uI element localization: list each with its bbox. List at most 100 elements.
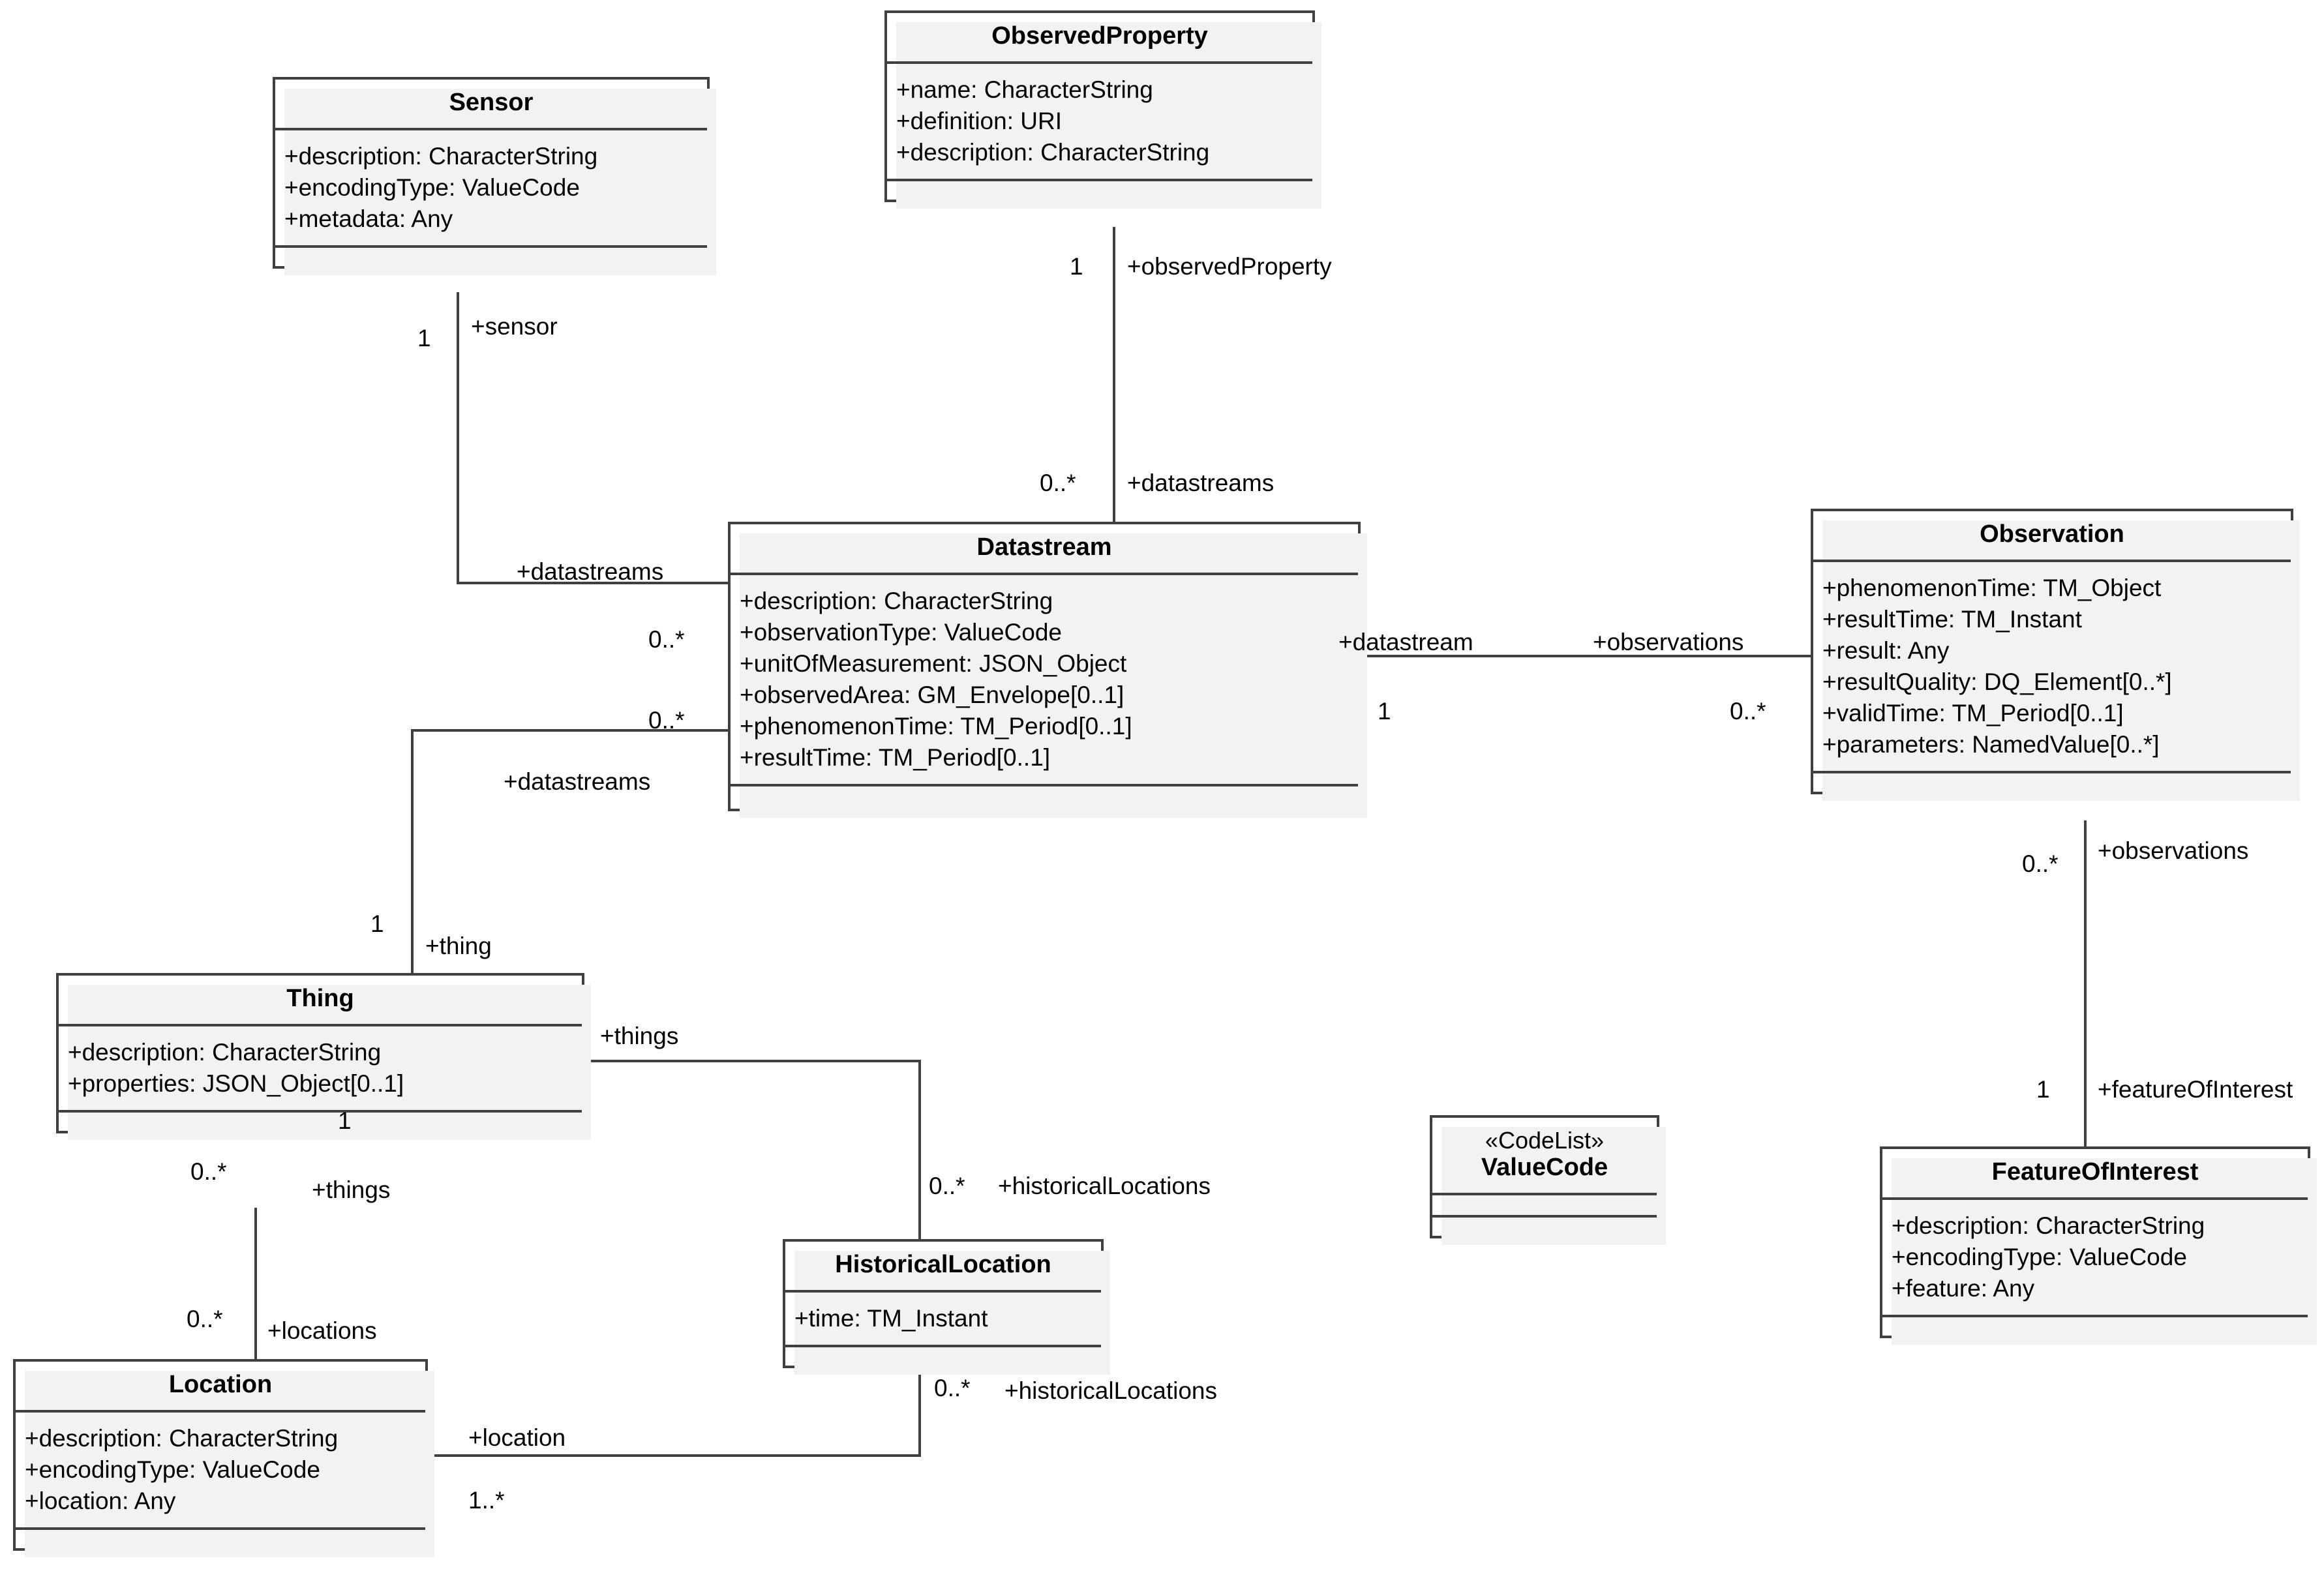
role-historicallocations-location: +historicalLocations bbox=[1004, 1377, 1217, 1404]
class-title-historical-location: HistoricalLocation bbox=[835, 1251, 1051, 1278]
role-sensor: +sensor bbox=[471, 313, 558, 340]
class-title-location: Location bbox=[168, 1371, 273, 1398]
class-box-observed-property[interactable]: ObservedProperty +name: CharacterString … bbox=[884, 10, 1321, 209]
class-box-sensor[interactable]: Sensor +description: CharacterString +en… bbox=[273, 77, 716, 275]
attribute-row: +description: CharacterString bbox=[740, 587, 1053, 614]
attribute-row: +name: CharacterString bbox=[896, 76, 1153, 103]
class-title-thing: Thing bbox=[286, 985, 354, 1012]
attribute-row: +feature: Any bbox=[1892, 1274, 2035, 1302]
line-location-historicallocation-vertical bbox=[918, 1356, 921, 1457]
class-box-datastream[interactable]: Datastream +description: CharacterString… bbox=[728, 522, 1367, 818]
multiplicity-observations-featureofinterest: 0..* bbox=[2022, 850, 2059, 877]
line-thing-datastream-vertical bbox=[411, 729, 414, 977]
attribute-row: +phenomenonTime: TM_Period[0..1] bbox=[740, 713, 1132, 740]
role-things-location: +things bbox=[312, 1176, 391, 1203]
multiplicity-datastreams-sensor: 0..* bbox=[648, 626, 685, 653]
attribute-row: +resultTime: TM_Instant bbox=[1822, 605, 2082, 633]
class-title-observation: Observation bbox=[1980, 520, 2124, 548]
class-attributes-sensor: +description: CharacterString +encodingT… bbox=[275, 130, 707, 245]
attribute-row: +description: CharacterString bbox=[68, 1038, 382, 1066]
attribute-row: +validTime: TM_Period[0..1] bbox=[1822, 700, 2124, 727]
multiplicity-things-historicallocation: 1 bbox=[338, 1107, 352, 1134]
class-separator bbox=[16, 1409, 425, 1413]
class-operations-feature-of-interest bbox=[1882, 1317, 2308, 1336]
multiplicity-featureofinterest-1: 1 bbox=[2036, 1076, 2050, 1103]
role-observations-datastream: +observations bbox=[1593, 629, 1744, 655]
line-location-historicallocation-horizontal bbox=[424, 1454, 921, 1457]
line-datastream-observation bbox=[1361, 655, 1811, 657]
class-separator bbox=[275, 127, 707, 130]
multiplicity-historicallocations-location: 0..* bbox=[934, 1375, 971, 1401]
class-box-feature-of-interest[interactable]: FeatureOfInterest +description: Characte… bbox=[1880, 1146, 2317, 1345]
class-separator bbox=[1882, 1314, 2308, 1317]
multiplicity-sensor-1: 1 bbox=[417, 325, 431, 352]
line-sensor-datastream-vertical bbox=[457, 292, 459, 584]
class-box-value-code[interactable]: «CodeList» ValueCode bbox=[1430, 1115, 1666, 1246]
role-datastreams-sensor: +datastreams bbox=[517, 558, 664, 585]
class-operations-observed-property bbox=[887, 181, 1312, 200]
class-box-location[interactable]: Location +description: CharacterString +… bbox=[13, 1359, 434, 1557]
class-title-value-code: «CodeList» ValueCode bbox=[1432, 1118, 1657, 1193]
class-operations-location bbox=[16, 1530, 425, 1548]
class-operations-sensor bbox=[275, 248, 707, 266]
class-attributes-thing: +description: CharacterString +propertie… bbox=[59, 1026, 582, 1110]
class-separator bbox=[1432, 1215, 1657, 1218]
class-title-sensor: Sensor bbox=[449, 89, 534, 116]
attribute-row: +result: Any bbox=[1822, 636, 1950, 664]
role-featureofinterest: +featureOfInterest bbox=[2098, 1076, 2293, 1103]
class-separator bbox=[59, 1023, 582, 1026]
class-box-historical-location[interactable]: HistoricalLocation +time: TM_Instant bbox=[783, 1239, 1110, 1375]
role-observations-featureofinterest: +observations bbox=[2098, 837, 2249, 864]
line-thing-historicallocation-vertical bbox=[918, 1060, 921, 1244]
line-observedproperty-datastream bbox=[1113, 227, 1115, 528]
attribute-row: +resultTime: TM_Period[0..1] bbox=[740, 744, 1051, 771]
attribute-row: +unitOfMeasurement: JSON_Object bbox=[740, 650, 1127, 677]
multiplicity-observations-datastream: 0..* bbox=[1730, 698, 1766, 725]
class-operations-historical-location bbox=[785, 1347, 1101, 1366]
line-thing-historicallocation-horizontal bbox=[587, 1060, 921, 1062]
attribute-row: +encodingType: ValueCode bbox=[284, 173, 580, 201]
attribute-row: +observedArea: GM_Envelope[0..1] bbox=[740, 681, 1124, 708]
class-separator bbox=[887, 61, 1312, 64]
role-datastreams-observedproperty: +datastreams bbox=[1127, 470, 1275, 496]
line-thing-datastream-horizontal bbox=[411, 729, 731, 732]
class-box-observation[interactable]: Observation +phenomenonTime: TM_Object +… bbox=[1811, 509, 2300, 801]
multiplicity-things-location: 0..* bbox=[190, 1158, 227, 1185]
attribute-row: +description: CharacterString bbox=[25, 1424, 339, 1452]
class-operations-value-code bbox=[1432, 1218, 1657, 1236]
attribute-row: +description: CharacterString bbox=[284, 142, 598, 170]
class-stereotype-codelist: «CodeList» bbox=[1485, 1127, 1605, 1154]
class-separator bbox=[1882, 1197, 2308, 1200]
class-separator bbox=[1813, 771, 2291, 774]
multiplicity-datastreams-thing: 0..* bbox=[648, 707, 685, 734]
role-observedproperty: +observedProperty bbox=[1127, 253, 1332, 280]
class-separator bbox=[275, 245, 707, 248]
attribute-row: +encodingType: ValueCode bbox=[1892, 1243, 2187, 1270]
attribute-row: +observationType: ValueCode bbox=[740, 618, 1063, 646]
role-locations: +locations bbox=[267, 1317, 377, 1344]
role-datastreams-thing: +datastreams bbox=[504, 768, 651, 795]
class-operations-observation bbox=[1813, 773, 2291, 792]
class-separator bbox=[785, 1344, 1101, 1347]
multiplicity-datastream-1: 1 bbox=[1378, 698, 1391, 725]
role-things-historicallocation: +things bbox=[600, 1023, 679, 1049]
class-attributes-value-code bbox=[1432, 1195, 1657, 1215]
multiplicity-thing-1: 1 bbox=[370, 910, 384, 937]
attribute-row: +parameters: NamedValue[0..*] bbox=[1822, 731, 2160, 758]
multiplicity-observedproperty-1: 1 bbox=[1070, 253, 1083, 280]
class-separator bbox=[785, 1289, 1101, 1293]
line-observation-featureofinterest bbox=[2084, 820, 2087, 1146]
attribute-row: +description: CharacterString bbox=[1892, 1212, 2205, 1239]
role-location-historicallocation: +location bbox=[468, 1424, 566, 1451]
multiplicity-historicallocations-thing: 0..* bbox=[929, 1173, 965, 1199]
class-attributes-datastream: +description: CharacterString +observati… bbox=[731, 575, 1358, 785]
line-thing-location bbox=[254, 1208, 257, 1359]
class-attributes-observation: +phenomenonTime: TM_Object +resultTime: … bbox=[1813, 562, 2291, 771]
attribute-row: +properties: JSON_Object[0..1] bbox=[68, 1070, 404, 1097]
class-attributes-feature-of-interest: +description: CharacterString +encodingT… bbox=[1882, 1200, 2308, 1315]
class-title-observed-property: ObservedProperty bbox=[991, 22, 1208, 50]
multiplicity-locations: 0..* bbox=[187, 1306, 223, 1332]
class-box-thing[interactable]: Thing +description: CharacterString +pro… bbox=[56, 973, 591, 1140]
class-attributes-location: +description: CharacterString +encodingT… bbox=[16, 1413, 425, 1527]
